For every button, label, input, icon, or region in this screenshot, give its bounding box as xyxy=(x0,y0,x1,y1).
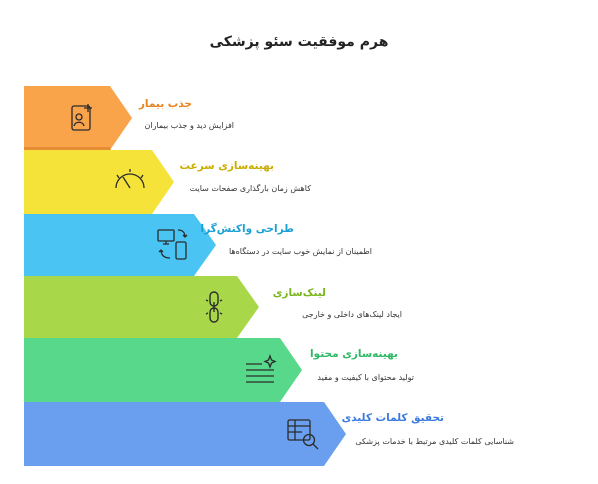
level-3-description: اطمینان از نمایش خوب سایت در دستگاه‌ها xyxy=(228,247,372,256)
level-2-description: کاهش زمان بارگذاری صفحات سایت xyxy=(189,184,311,193)
diagram-title: هرم موفقیت سئو پزشکی xyxy=(209,34,389,50)
level-5-band xyxy=(24,338,302,402)
level-2-label: بهینه‌سازی سرعت xyxy=(179,160,274,172)
speedometer-icon xyxy=(115,169,145,189)
level-5-label: بهینه‌سازی محتوا xyxy=(310,348,398,360)
level-2-band xyxy=(24,150,174,214)
keyword-search-icon xyxy=(287,419,319,450)
level-6-band xyxy=(24,402,346,466)
link-icon xyxy=(205,291,223,323)
level-5-description: تولید محتوای با کیفیت و مفید xyxy=(317,373,414,382)
level-6-label: تحقیق کلمات کلیدی xyxy=(341,412,444,424)
user-plus-icon xyxy=(71,104,92,131)
devices-icon xyxy=(157,229,188,260)
level-4-label: لینک‌سازی xyxy=(272,287,326,299)
level-6-description: شناسایی کلمات کلیدی مرتبط با خدمات پزشکی xyxy=(355,437,514,446)
level-1-label: جذب بیمار xyxy=(138,98,192,110)
level-3-label: طراحی واکنش‌گرا xyxy=(200,223,294,235)
level-3-band xyxy=(24,214,216,276)
level-4-description: ایجاد لینک‌های داخلی و خارجی xyxy=(302,310,402,319)
content-sparkle-icon xyxy=(246,354,277,383)
level-4-band xyxy=(24,276,259,338)
level-1-band xyxy=(24,86,132,150)
level-1-description: افزایش دید و جذب بیماران xyxy=(144,121,234,130)
